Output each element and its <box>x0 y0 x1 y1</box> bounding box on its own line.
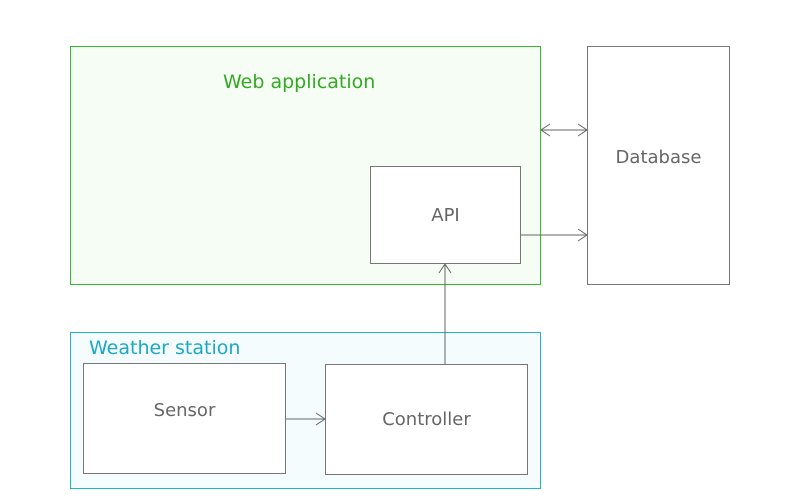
api-label: API <box>431 204 460 226</box>
web-application-title: Web application <box>223 71 376 93</box>
sensor-node: Sensor <box>83 363 286 474</box>
api-node: API <box>370 166 521 264</box>
sensor-label: Sensor <box>153 400 216 421</box>
weather-station-title: Weather station <box>89 337 241 359</box>
database-label: Database <box>615 147 702 168</box>
edge-web-database <box>540 123 588 137</box>
database-node: Database <box>587 46 730 285</box>
controller-label: Controller <box>382 409 471 430</box>
controller-node: Controller <box>325 364 528 475</box>
